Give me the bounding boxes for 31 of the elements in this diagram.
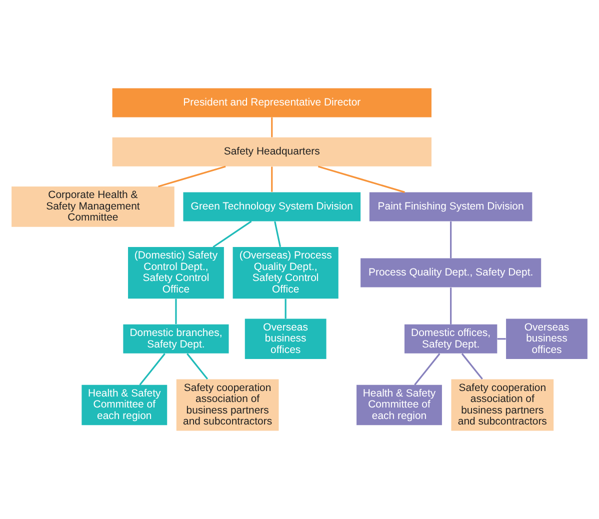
connector [158,166,226,188]
node-box: Corporate Health & Safety Management Committee [12,186,174,227]
connector [450,288,452,324]
node-box: Health & Safety Committee of each region [356,384,442,426]
connector [271,166,273,192]
node-box: Paint Finishing System Division [369,192,532,222]
node-box: (Domestic) Safety Control Dept., Safety Control Office [128,247,224,299]
node-box: Green Technology System Division [183,192,361,222]
node-box: Overseas business offices [506,318,588,360]
node-box: Domestic branches, Safety Dept. [123,324,229,354]
connector [274,221,282,248]
node-box: Overseas business offices [244,318,326,360]
connector [212,220,252,248]
connector [175,298,177,324]
node-box: Safety cooperation association of business partners and subcontractors [451,379,554,431]
node-box: Domestic offices, Safety Dept. [404,324,498,354]
connector [497,338,506,340]
connector [139,353,166,386]
connector [450,222,452,258]
connector [461,353,483,380]
connector [414,353,440,386]
connector [271,117,273,138]
connector [186,353,208,380]
node-box: Health & Safety Committee of each region [82,384,168,426]
node-box: President and Representative Director [112,88,432,118]
connector [284,298,286,319]
node-box: (Overseas) Process Quality Dept., Safety Control Office [232,247,338,299]
connector [318,166,405,193]
node-box: Process Quality Dept., Safety Dept. [360,258,542,288]
node-box: Safety Headquarters [112,137,432,166]
node-box: Safety cooperation association of business partners and subcontractors [176,379,279,431]
